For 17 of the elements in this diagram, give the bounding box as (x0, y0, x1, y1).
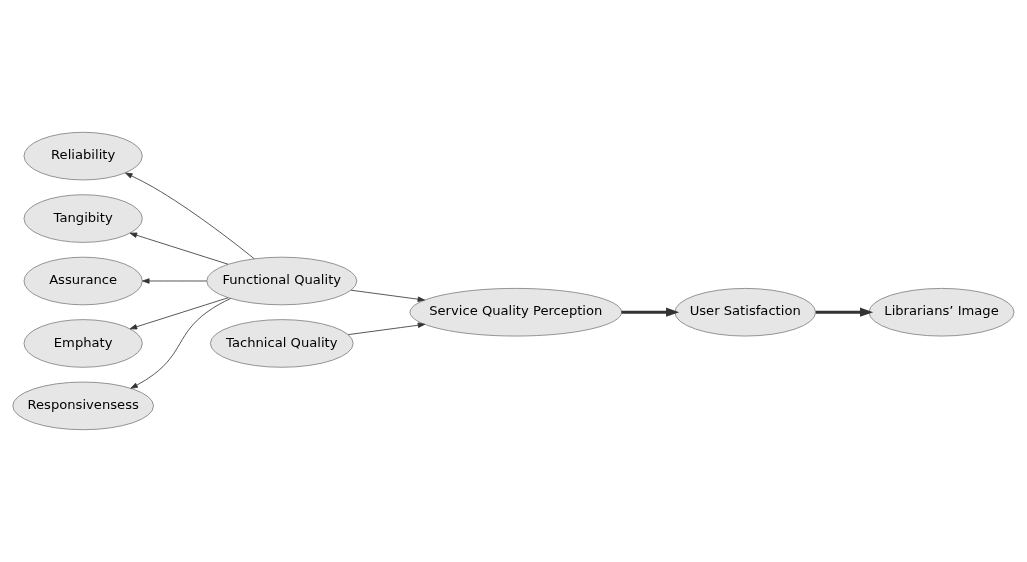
arrow (125, 172, 255, 260)
node-ellipse: Emphaty (23, 319, 143, 368)
arrow (129, 297, 229, 330)
node-ellipse: User Satisfaction (674, 287, 816, 337)
arrow (130, 298, 231, 389)
arrow (129, 232, 229, 265)
node-ellipse: Tangibity (23, 194, 143, 243)
arrow (621, 307, 680, 317)
node-ellipse: Functional Quality (206, 256, 358, 306)
arrow (815, 307, 874, 317)
arrow (347, 322, 426, 336)
node-ellipse: Tachnical Quality (209, 319, 354, 368)
node-ellipse: Librarians’ Image (868, 287, 1015, 337)
arrow (350, 289, 425, 302)
node-ellipse: Assurance (23, 256, 143, 306)
node-ellipse: Service Quality Perception (409, 287, 623, 337)
arrow (142, 278, 207, 284)
